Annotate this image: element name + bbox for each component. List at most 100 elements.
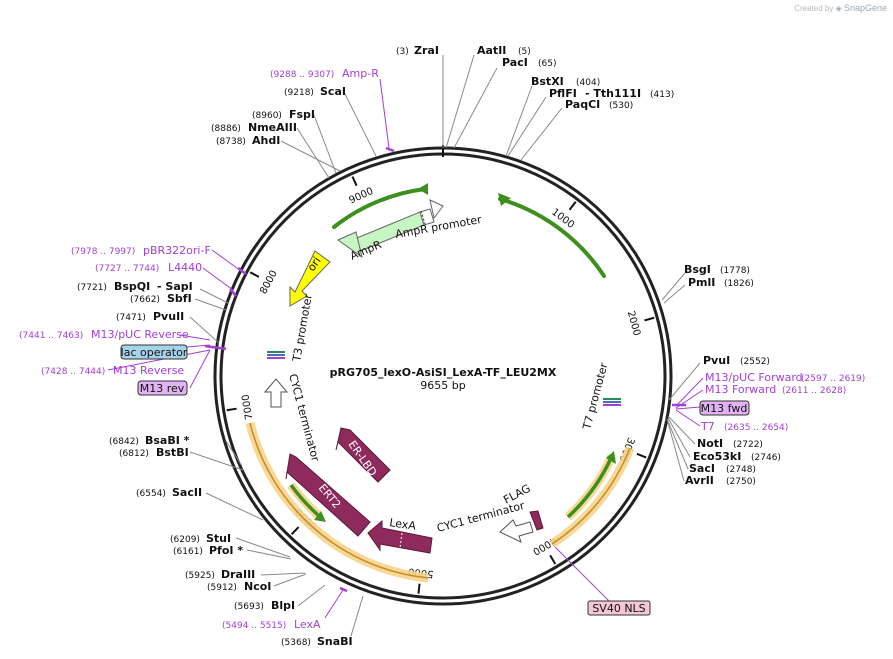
enzyme-paqci[interactable]: PaqCI <box>565 98 600 111</box>
enzyme-aatii[interactable]: AatII <box>477 44 506 57</box>
enzyme-bsabi[interactable]: BsaBI * <box>145 434 190 447</box>
cyc1-terminator-right-arrow <box>499 519 534 543</box>
primer-labels: (9288 .. 9307) Amp-R (7978 .. 7997) pBR3… <box>19 67 865 631</box>
lac-operator-label: lac operator <box>121 346 188 359</box>
right-green-arrow-line <box>566 455 614 519</box>
primer-m13-reverse[interactable]: M13 Reverse <box>113 364 184 377</box>
ring-tick-8000 <box>249 271 260 278</box>
m13-rev-badge[interactable]: M13 rev <box>137 380 188 396</box>
credit-prefix: Created by <box>794 4 834 13</box>
primer-range-m13-forward: (2611 .. 2628) <box>782 386 846 396</box>
t7-promoter-mark <box>603 398 621 406</box>
enzyme-nmeaiii[interactable]: NmeAIII <box>248 121 297 134</box>
primer-amp-r[interactable]: Amp-R <box>342 67 379 80</box>
enzyme-sapi[interactable]: - SapI <box>157 280 193 293</box>
enzyme-pos-pmli: (1826) <box>724 279 754 289</box>
left-orange-arc-line <box>249 422 429 579</box>
enzyme-pos-noti: (2722) <box>733 440 763 450</box>
enzyme-noti[interactable]: NotI <box>697 437 723 450</box>
ring-tick-2000 <box>644 316 655 322</box>
top-green-arrowhead <box>418 183 428 195</box>
lac-operator-badge[interactable]: lac operator <box>120 344 188 360</box>
enzyme-pos-saci: (2748) <box>726 465 756 475</box>
ampr-feature <box>336 199 444 259</box>
primer-m13puc-fwd[interactable]: M13/pUC Forward <box>705 371 803 384</box>
plasmid-name: pRG705_lexO-AsiSI_LexA-TF_LEU2MX <box>330 366 557 379</box>
enzyme-fspi[interactable]: FspI <box>289 108 315 121</box>
primer-pbr322ori-f[interactable]: pBR322ori-F <box>143 244 211 257</box>
enzyme-bsgi[interactable]: BsgI <box>684 263 711 276</box>
enzyme-scai[interactable]: ScaI <box>320 85 346 98</box>
enzyme-pos-blpi: (5693) <box>234 602 264 612</box>
enzyme-draiii[interactable]: DraIII <box>221 568 255 581</box>
t7-promoter-label: T7 promoter <box>580 361 611 432</box>
lexa-feature[interactable] <box>367 519 433 554</box>
enzyme-tth111i[interactable]: - Tth111I <box>585 87 641 100</box>
enzyme-saci[interactable]: SacI <box>689 462 715 475</box>
enzyme-pos-draiii: (5925) <box>185 571 215 581</box>
primer-m13-forward[interactable]: M13 Forward <box>705 383 776 396</box>
enzyme-pos-scai: (9218) <box>284 88 314 98</box>
left-green-arrowhead <box>314 511 326 522</box>
enzyme-sbfi[interactable]: SbfI <box>167 292 192 305</box>
enzyme-pos-paci: (65) <box>538 59 556 69</box>
enzyme-pos-sacii: (6554) <box>136 489 166 499</box>
enzyme-zrai[interactable]: ZraI <box>414 44 439 57</box>
enzyme-pos-sbfi: (7662) <box>130 295 160 305</box>
enzyme-pos-eco53ki: (2746) <box>751 453 781 463</box>
cyc1-terminator-left-label: CYC1 terminator <box>286 372 322 463</box>
t3-promoter-mark <box>267 351 285 359</box>
m13-fwd-label: M13 fwd <box>701 402 748 415</box>
enzyme-pvuii[interactable]: PvuII <box>153 310 184 323</box>
enzyme-pos-pfoi: (6161) <box>173 547 203 557</box>
enzyme-pos-nmeaiii: (8886) <box>211 124 241 134</box>
m13-fwd-badge[interactable]: M13 fwd <box>699 400 750 416</box>
primer-range-m13puc-fwd: (2597 .. 2619) <box>801 374 865 384</box>
enzyme-paci[interactable]: PacI <box>502 56 528 69</box>
enzyme-stui[interactable]: StuI <box>206 532 231 545</box>
ring-tick-9000 <box>351 176 358 187</box>
enzyme-pvui-2552[interactable]: PvuI <box>703 354 730 367</box>
primer-marks <box>204 146 686 593</box>
enzyme-ahdi[interactable]: AhdI <box>252 134 280 147</box>
ert2-feature[interactable] <box>285 453 371 537</box>
primer-range-m13puc-rev: (7441 .. 7463) <box>19 331 83 341</box>
enzyme-pos-stui: (6209) <box>170 535 200 545</box>
enzyme-blpi[interactable]: BlpI <box>271 599 295 612</box>
enzyme-bstxi[interactable]: BstXI <box>531 75 564 88</box>
enzyme-leaders <box>189 54 701 637</box>
enzyme-pos-paqci: (530) <box>609 101 633 111</box>
enzyme-pfoi[interactable]: PfoI * <box>209 544 243 557</box>
enzyme-bspqi[interactable]: BspQI <box>114 280 150 293</box>
enzyme-snabi[interactable]: SnaBI <box>317 635 353 648</box>
primer-lexa[interactable]: LexA <box>294 618 321 631</box>
enzyme-pos-fspi: (8960) <box>252 111 282 121</box>
snapgene-logo-icon: ◈ <box>835 4 842 13</box>
ring-tick-label-2000: 2000 <box>625 310 642 337</box>
enzyme-sacii[interactable]: SacII <box>172 486 202 499</box>
enzyme-eco53ki[interactable]: Eco53kI <box>693 450 741 463</box>
enzyme-avrii[interactable]: AvrII <box>685 474 714 487</box>
primer-range-t7: (2635 .. 2654) <box>724 423 788 433</box>
flag-feature[interactable] <box>529 510 544 531</box>
enzyme-pos-snabi: (5368) <box>281 638 311 648</box>
enzyme-pos-bstxi: (404) <box>576 78 600 88</box>
sv40-nls-badge[interactable]: SV40 NLS <box>587 600 651 616</box>
primer-l4440[interactable]: L4440 <box>168 261 202 274</box>
primer-range-pbr322ori-f: (7978 .. 7997) <box>71 247 135 257</box>
primer-t7[interactable]: T7 <box>700 420 715 433</box>
enzyme-pos-pflfi: (413) <box>650 90 674 100</box>
enzyme-ncoi[interactable]: NcoI <box>244 580 271 593</box>
ori-feature[interactable] <box>289 250 331 307</box>
enzyme-bstbi[interactable]: BstBI <box>156 446 189 459</box>
primer-m13puc-rev[interactable]: M13/pUC Reverse <box>91 328 189 341</box>
cyc1-terminator-left-arrow <box>263 378 289 408</box>
enzyme-pos-avrii: (2750) <box>726 477 756 487</box>
er-lbd-feature[interactable] <box>335 427 391 483</box>
primer-range-m13-reverse: (7428 .. 7444) <box>41 367 105 377</box>
top-green-arrow <box>332 187 427 229</box>
enzyme-pos-bstbi: (6812) <box>119 449 149 459</box>
enzyme-pflfi[interactable]: PflFI <box>549 87 577 100</box>
lexa-label: LexA <box>389 516 418 533</box>
enzyme-pmli[interactable]: PmlI <box>688 276 715 289</box>
